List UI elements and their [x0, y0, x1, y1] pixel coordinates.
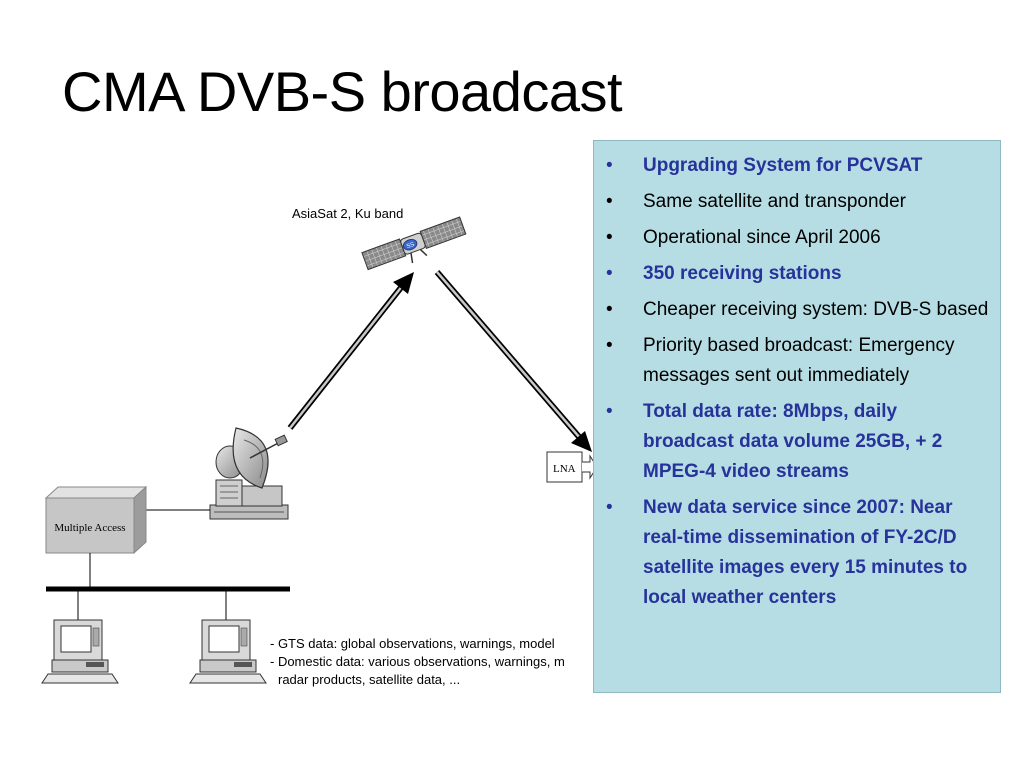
- workstation-icon: [189, 619, 267, 684]
- bullet-list: Upgrading System for PCVSAT Same satelli…: [606, 151, 990, 613]
- satellite-icon: SS: [361, 216, 467, 271]
- bullet-item: Same satellite and transponder: [606, 187, 990, 217]
- data-note-domestic: - Domestic data: various observations, w…: [270, 654, 565, 669]
- info-panel: Upgrading System for PCVSAT Same satelli…: [593, 140, 1001, 693]
- slide-title: CMA DVB-S broadcast: [62, 60, 623, 123]
- bullet-item: Cheaper receiving system: DVB-S based: [606, 295, 990, 325]
- bullet-item: 350 receiving stations: [606, 259, 990, 289]
- data-note-gts: - GTS data: global observations, warning…: [270, 636, 555, 651]
- bullet-item: Priority based broadcast: Emergency mess…: [606, 331, 990, 391]
- downlink-arrow: [434, 270, 592, 452]
- bullet-item: Operational since April 2006: [606, 223, 990, 253]
- satellite-badge: SS: [406, 242, 416, 250]
- bullet-item: Total data rate: 8Mbps, daily broadcast …: [606, 397, 990, 487]
- multiple-access-label: Multiple Access: [54, 522, 125, 534]
- satellite-label: AsiaSat 2, Ku band: [292, 206, 403, 221]
- bullet-item: New data service since 2007: Near real-t…: [606, 493, 990, 613]
- data-note-products: radar products, satellite data, ...: [278, 672, 460, 687]
- bullet-item: Upgrading System for PCVSAT: [606, 151, 990, 181]
- lna-box: LNA: [546, 451, 598, 483]
- workstation-icon: [41, 619, 119, 684]
- dish-antenna-icon: [209, 427, 289, 520]
- uplink-arrow: [287, 272, 414, 430]
- lna-label: LNA: [553, 463, 576, 475]
- multiple-access-box: Multiple Access: [44, 485, 148, 555]
